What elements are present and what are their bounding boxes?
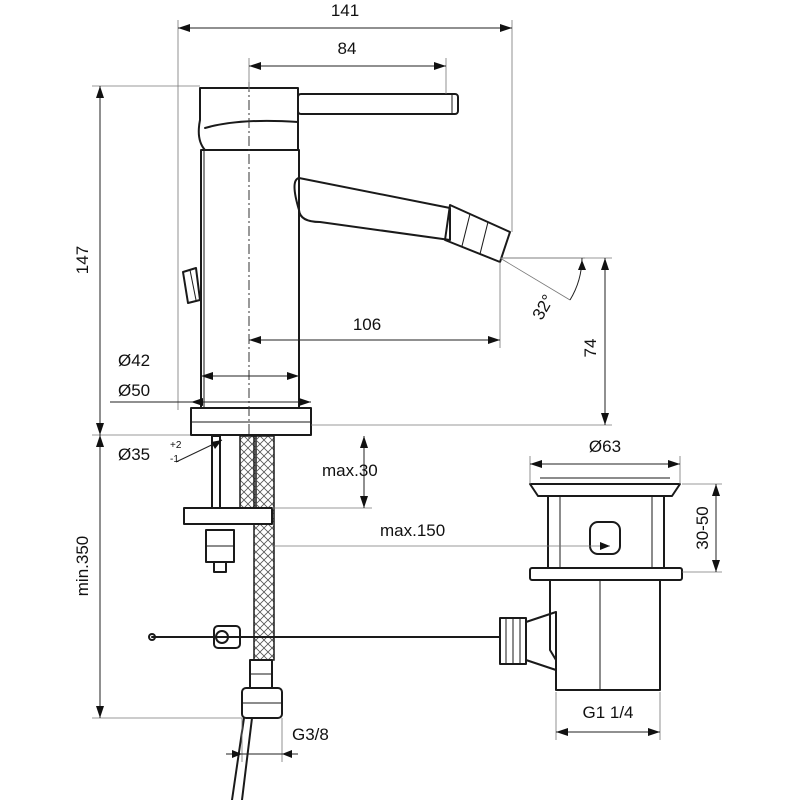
dim-hole-tol-plus: +2 xyxy=(170,440,182,451)
dim-spray-angle: 32° xyxy=(529,291,558,323)
dim-spout-reach: 106 xyxy=(353,315,381,334)
dim-width-total: 141 xyxy=(331,1,359,20)
under-deck-fittings xyxy=(148,435,501,800)
dim-height-total: 147 xyxy=(73,246,92,274)
dim-deck-thickness: max.30 xyxy=(322,461,378,480)
dim-hose-length: max.150 xyxy=(380,521,445,540)
dim-lever-length: 84 xyxy=(338,39,357,58)
dim-hole-diameter: Ø35 xyxy=(118,445,150,464)
dim-waste-thread: G1 1/4 xyxy=(582,703,633,722)
dim-connection-thread: G3/8 xyxy=(292,725,329,744)
dim-hose-min-length: min.350 xyxy=(73,536,92,596)
mixer-body xyxy=(182,87,511,436)
dim-outlet-height: 74 xyxy=(581,339,600,358)
dim-base-diameter: Ø50 xyxy=(118,381,150,400)
dim-body-diameter: Ø42 xyxy=(118,351,150,370)
waste-assembly xyxy=(499,477,683,691)
dim-waste-diameter: Ø63 xyxy=(589,437,621,456)
dim-hole-tol-minus: -1 xyxy=(170,454,179,465)
dim-waste-range: 30-50 xyxy=(693,506,712,549)
dimension-lines xyxy=(92,20,722,762)
